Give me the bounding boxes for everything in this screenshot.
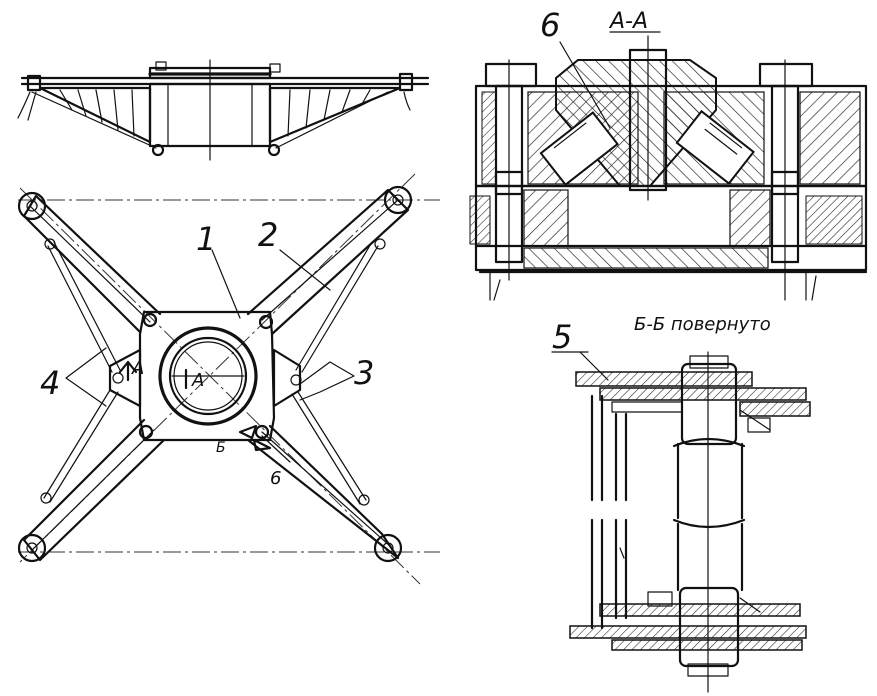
label-mark-a-center: A bbox=[191, 370, 204, 391]
section-bb-view bbox=[551, 351, 811, 693]
label-part-5: 5 bbox=[552, 318, 572, 356]
section-title-bb: Б-Б повернуто bbox=[634, 314, 771, 335]
label-mark-b: Б bbox=[216, 440, 226, 456]
label-part-1: 1 bbox=[196, 220, 216, 258]
label-mark-a-left: A bbox=[131, 358, 144, 379]
label-part-6-section: 6 bbox=[540, 6, 560, 44]
label-part-6-plan: 6 bbox=[270, 468, 281, 489]
label-part-2: 2 bbox=[258, 216, 278, 254]
side-elevation-view bbox=[17, 59, 430, 161]
label-part-4: 4 bbox=[40, 364, 60, 402]
section-title-aa: А-А bbox=[608, 9, 648, 34]
label-part-3: 3 bbox=[354, 354, 374, 392]
plan-view bbox=[17, 173, 440, 585]
section-aa-view bbox=[469, 31, 868, 301]
